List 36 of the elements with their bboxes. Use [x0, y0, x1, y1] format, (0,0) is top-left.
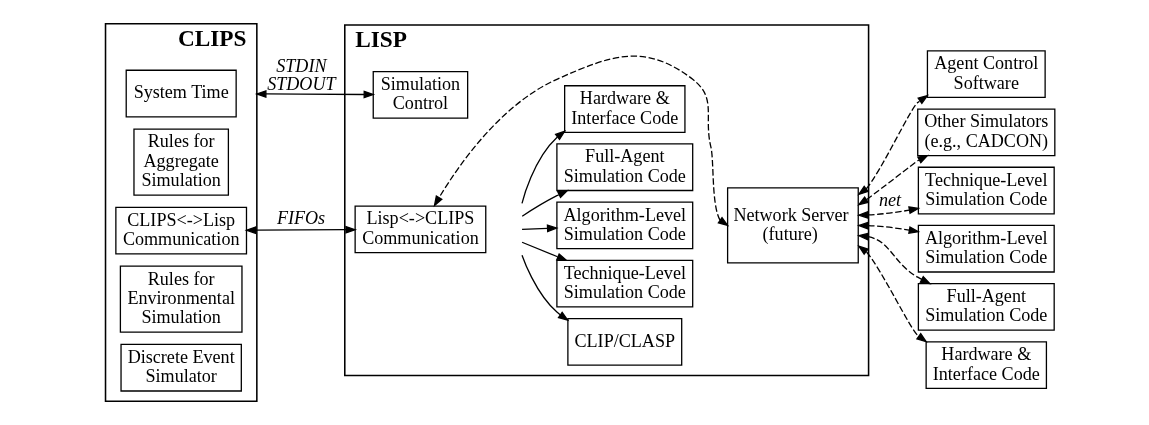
node-box: Discrete Event Simulator	[119, 343, 242, 392]
node-box: Full-Agent Simulation Code	[555, 143, 693, 192]
node-box: Full-Agent Simulation Code	[917, 283, 1055, 331]
arrow	[521, 189, 569, 217]
arrow	[520, 224, 559, 233]
arrow	[433, 55, 729, 227]
arrow	[856, 206, 920, 219]
edge-label: net	[878, 190, 901, 211]
edge-label: STDIN STDOUT	[266, 55, 336, 94]
node-box: Other Simulators (e.g., CADCON)	[916, 108, 1055, 157]
arrow	[856, 154, 929, 206]
node-box: Network Server (future)	[726, 187, 859, 264]
arrow	[856, 94, 929, 196]
node-box: Algorithm-Level Simulation Code	[555, 201, 693, 250]
node-box: CLIP/CLASP	[566, 317, 682, 366]
node-box: Algorithm-Level Simulation Code	[917, 224, 1055, 273]
arrow	[254, 89, 375, 99]
node-box: Rules for Aggregate Simulation	[132, 128, 229, 196]
node-box: System Time	[125, 69, 237, 118]
arrow	[856, 221, 920, 235]
arrow	[244, 225, 357, 235]
node-box: Rules for Environmental Simulation	[119, 265, 243, 333]
node-box: Technique-Level Simulation Code	[555, 259, 693, 308]
arrow	[520, 241, 568, 262]
node-box: Simulation Control	[372, 70, 468, 119]
arrow	[520, 130, 566, 204]
arrow	[856, 232, 932, 285]
arrow	[856, 244, 928, 343]
node-box: Technique-Level Simulation Code	[917, 166, 1055, 215]
node-box: Hardware & Interface Code	[925, 341, 1047, 390]
node-box: CLIPS<->Lisp Communication	[114, 206, 247, 255]
arrow	[520, 254, 569, 322]
node-box: Agent Control Software	[926, 50, 1046, 99]
node-box: Lisp<->CLIPS Communication	[354, 205, 486, 254]
edge-label: FIFOs	[276, 208, 325, 229]
node-box: Hardware & Interface Code	[563, 85, 686, 133]
